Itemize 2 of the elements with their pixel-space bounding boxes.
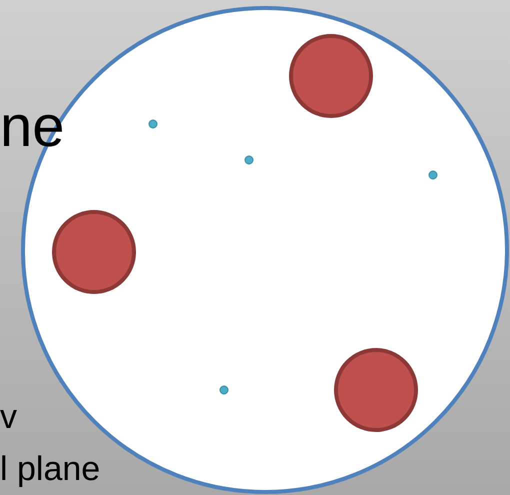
slide-text: v xyxy=(0,400,17,434)
slide-text: l plane xyxy=(0,452,100,486)
